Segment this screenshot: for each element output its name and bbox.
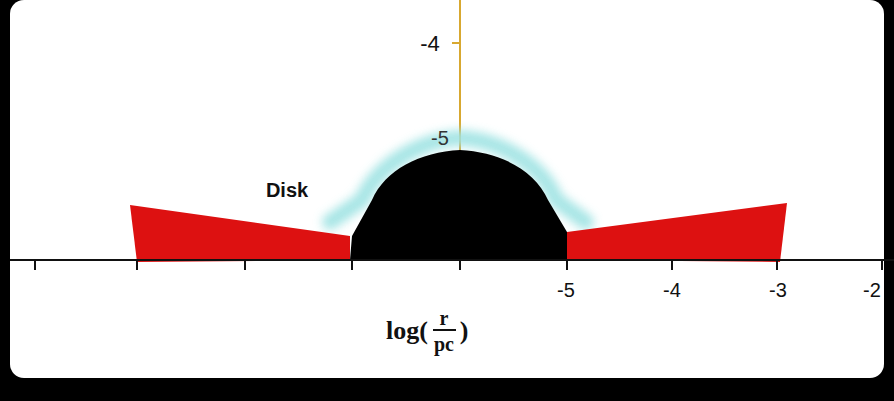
axis-title: ) xyxy=(460,318,469,344)
disk-wedge xyxy=(130,205,350,262)
axis-number: -5 xyxy=(557,280,575,300)
region-label: Disk xyxy=(266,180,308,200)
axis-number: -3 xyxy=(769,280,787,300)
axis-title: log( xyxy=(386,318,428,344)
black-hole-dome xyxy=(350,150,567,260)
axis-number: -2 xyxy=(863,280,881,300)
disk-wedge xyxy=(567,203,787,262)
axis-ticks xyxy=(35,260,882,270)
fraction-bar xyxy=(433,329,456,331)
axis-tick xyxy=(452,42,460,44)
background-panel xyxy=(10,0,884,378)
axis-title: r xyxy=(440,308,449,328)
axis-number: -4 xyxy=(420,33,440,55)
horizontal-axis xyxy=(10,259,894,261)
axis-title: pc xyxy=(434,334,454,354)
axis-number: -4 xyxy=(663,280,681,300)
axis-number: -5 xyxy=(431,128,449,148)
